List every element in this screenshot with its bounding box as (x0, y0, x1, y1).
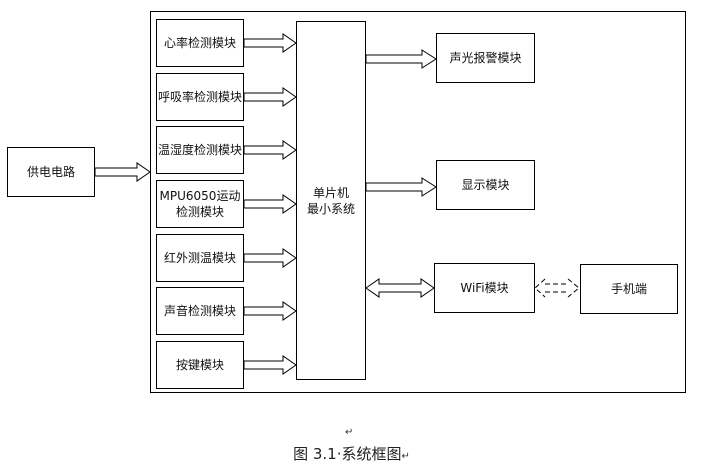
phone-box: 手机端 (580, 264, 678, 314)
arrow-mcu-to-alarm (365, 49, 437, 69)
arrow-heart-to-mcu (243, 33, 297, 53)
key-module-box: 按键模块 (156, 341, 244, 389)
caption-return-mark: ↵ (401, 451, 410, 462)
system-frame (150, 11, 686, 393)
wifi-module-box: WiFi模块 (434, 263, 535, 313)
respiration-module-box: 呼吸率检测模块 (156, 73, 244, 121)
figure-caption-text: 图 3.1·系统框图 (293, 445, 402, 463)
mcu-box: 单片机 最小系统 (296, 21, 366, 380)
arrow-wifi-phone-wireless (534, 278, 580, 298)
paragraph-return-mark: ↵ (345, 427, 354, 438)
sound-module-box: 声音检测模块 (156, 287, 244, 335)
arrow-key-to-mcu (243, 355, 297, 375)
arrow-resp-to-mcu (243, 87, 297, 107)
display-module-box: 显示模块 (436, 160, 535, 210)
arrow-ir-to-mcu (243, 248, 297, 268)
ir-temp-module-box: 红外测温模块 (156, 234, 244, 282)
arrow-power-to-system (94, 162, 151, 182)
figure-caption: 图 3.1·系统框图↵ (0, 443, 703, 464)
arrow-temphum-to-mcu (243, 140, 297, 160)
arrow-mpu-to-mcu (243, 194, 297, 214)
heart-rate-module-box: 心率检测模块 (156, 19, 244, 67)
alarm-module-box: 声光报警模块 (436, 33, 535, 83)
arrow-mcu-to-display (365, 177, 437, 197)
arrow-mcu-wifi-bidirectional (365, 278, 435, 298)
power-supply-box: 供电电路 (7, 147, 95, 197)
arrow-sound-to-mcu (243, 301, 297, 321)
